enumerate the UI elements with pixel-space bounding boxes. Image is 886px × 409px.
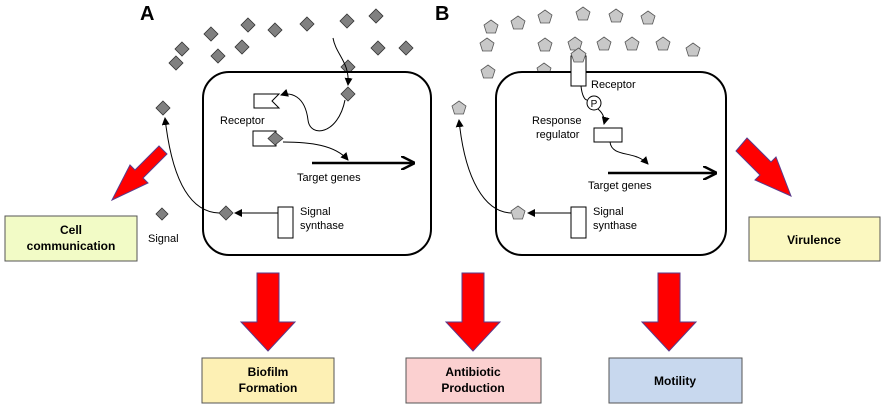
outcome-cell-communication: Cell communication [4,215,138,262]
panel-a-synthesized-signal [218,205,234,221]
panel-b-receptor-label: Receptor [591,79,636,91]
arrow-to-motility [640,272,698,352]
signal-diamond [203,26,219,42]
phosphate-label: P [591,99,598,110]
antibiotic-production-box [405,357,542,404]
panel-b-synthase-label-2: synthase [593,220,637,232]
signal-pentagon [479,37,495,52]
panel-a-target-genes-label: Target genes [297,172,361,184]
antibiotic-production-line-1: Antibiotic [445,365,501,379]
motility-line-1: Motility [654,374,696,388]
outcome-biofilm-formation: Biofilm Formation [201,357,335,404]
outcome-virulence: Virulence [748,216,881,262]
panel-a-synthase-label-2: synthase [300,220,344,232]
panel-b: B Receptor P Response regulator Target g… [435,3,727,256]
antibiotic-production-line-2: Production [441,381,504,395]
signal-diamond [210,48,226,64]
arrow-to-cell-communication [110,145,168,202]
panel-b-receptor-to-p-line [580,85,588,101]
biofilm-formation-line-1: Biofilm [248,365,289,379]
panel-b-exported-signal [451,100,467,115]
panel-a-synthase-label-1: Signal [300,206,331,218]
cell-communication-line-2: communication [27,239,116,253]
signal-pentagon [480,64,496,79]
signal-legend-icon [155,207,169,221]
cell-communication-box [4,215,138,262]
signal-pentagon [567,36,583,51]
panel-b-bound-signal [570,47,587,63]
virulence-line-1: Virulence [787,233,841,247]
biofilm-formation-line-2: Formation [239,381,298,395]
virulence-box [748,216,881,262]
panel-a-bound-signal [267,131,284,146]
signal-diamond [267,22,283,38]
motility-box [608,357,743,404]
signal-pentagon [596,36,612,51]
panel-a-signal-exit-arrow [161,117,220,214]
panel-b-letter: B [435,3,449,25]
signal-diamond [370,40,386,56]
panel-a-receptor-bound [252,130,277,147]
panel-b-regulator-label-1: Response [532,115,582,127]
panel-a-letter: A [140,3,154,25]
signal-pentagon [624,36,640,51]
biofilm-formation-box [201,357,335,404]
outcome-motility: Motility [608,357,743,404]
panel-b-extracellular-signals [479,6,701,79]
signal-diamond [234,39,250,55]
panel-a-activation-arrow [282,141,349,161]
cell-communication-line-1: Cell [60,223,82,237]
signal-diamond [168,55,184,71]
panel-a-entering-signal [340,86,356,102]
panel-a-signal-synthase [277,206,294,239]
signal-pentagon [640,10,656,25]
outcome-antibiotic-production: Antibiotic Production [405,357,542,404]
panel-b-signal-synthase [570,206,587,239]
signal-diamond [368,8,384,24]
panel-b-activation-arrow [609,141,649,165]
arrow-to-biofilm-formation [239,272,297,352]
panel-b-signal-exit-arrow [455,119,512,214]
panel-a-extracellular-signals [168,8,414,75]
outcome-arrows [110,137,792,352]
signal-pentagon [510,15,526,30]
phosphate-icon [586,95,602,111]
panel-b-regulator-label-2: regulator [536,129,580,141]
signal-pentagon [655,36,671,51]
panel-b-cell [495,71,727,256]
panel-b-synthase-label-1: Signal [593,206,624,218]
signal-diamond [398,40,414,56]
signal-pentagon [608,8,624,23]
arrow-to-antibiotic-production [444,272,502,352]
panel-a-receptor-empty [253,93,281,109]
signal-diamond [299,16,315,32]
panel-a: A Receptor Target genes Signal synthase [140,3,432,256]
signal-pentagon [537,9,553,24]
signal-legend-label: Signal [148,233,179,245]
panel-a-receptor-label: Receptor [220,115,265,127]
panel-a-signal-entry-arrow [332,37,353,86]
signal-pentagon [537,37,553,52]
panel-b-target-genes-label: Target genes [588,180,652,192]
arrow-to-virulence [735,137,792,197]
signal-pentagon [685,42,701,57]
outcome-boxes: Cell communication Biofilm Formation Ant… [4,215,881,404]
signal-diamond [240,17,256,33]
signal-pentagon [483,19,499,34]
panel-b-phosphorelay-arrow [597,108,610,125]
panel-b-response-regulator [593,127,623,143]
panel-a-exported-signal [155,100,171,116]
signal-diamond [174,41,190,57]
signal-pentagon [575,6,591,21]
panel-b-synthesized-signal [510,205,526,220]
signal-diamond [339,13,355,29]
panel-a-signal-to-receptor-arrow [280,88,346,132]
